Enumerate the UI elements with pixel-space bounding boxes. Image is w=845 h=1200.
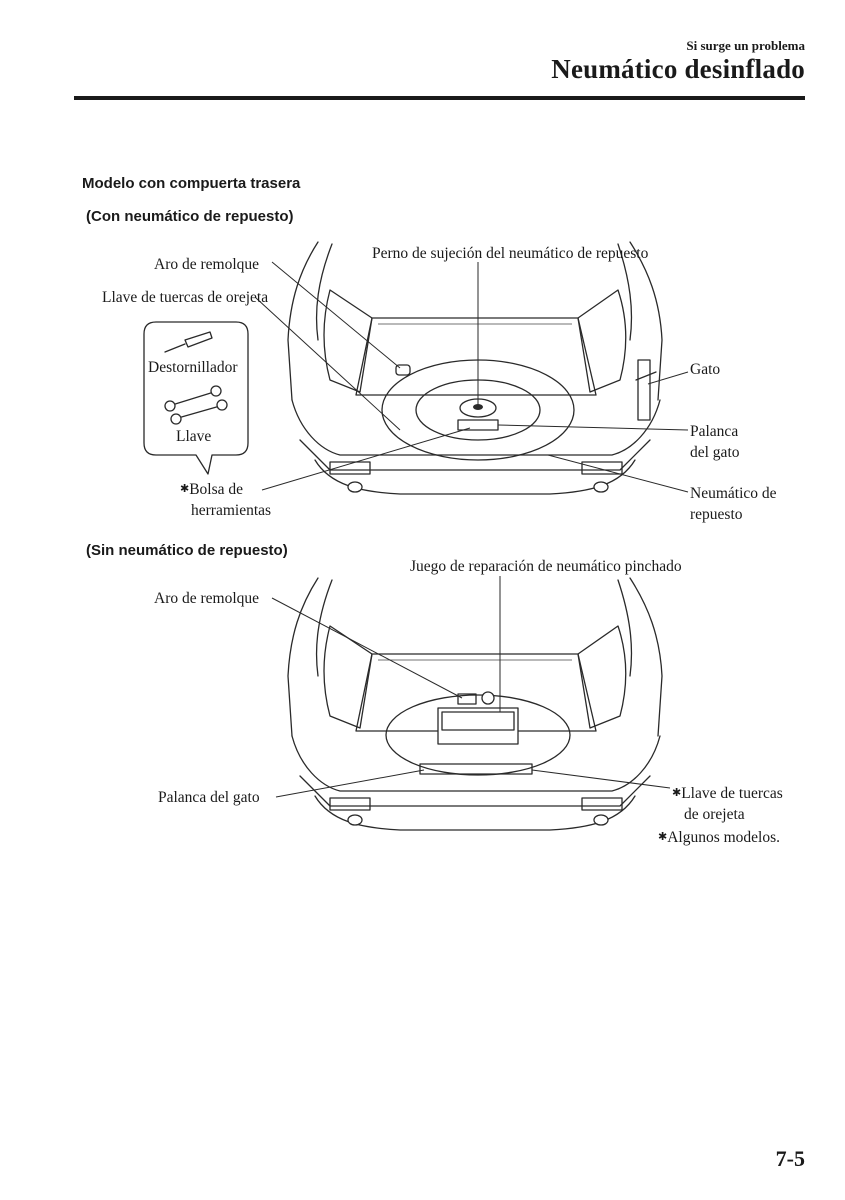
label-spare-tire: Neumático de repuesto xyxy=(690,483,777,525)
page-title: Neumático desinflado xyxy=(551,54,805,84)
label-lug-wrench-1: Llave de tuercas de orejeta xyxy=(102,289,269,306)
label-lug-wrench-line2: de orejeta xyxy=(684,806,745,823)
asterisk-mark: ✱ xyxy=(672,787,682,799)
cargo-area-with-spare xyxy=(287,241,663,495)
footnote-text: Algunos modelos. xyxy=(667,829,781,846)
footnote-some-models: ✱Algunos modelos. xyxy=(658,827,780,848)
label-spare-bolt: Perno de sujeción del neumático de repue… xyxy=(372,245,649,262)
section-title: Si surge un problema xyxy=(686,38,805,53)
label-jack: Gato xyxy=(690,361,721,378)
tool-bag-callout xyxy=(143,321,249,475)
label-tool-bag: ✱Bolsa de herramientas xyxy=(180,479,271,521)
label-tow-hook-2: Aro de remolque xyxy=(154,590,260,607)
page-number: 7-5 xyxy=(775,1146,805,1171)
label-tool-bag-line1: Bolsa de xyxy=(189,481,244,498)
label-tow-hook-1: Aro de remolque xyxy=(154,256,260,273)
label-jack-handle-line1: Palanca xyxy=(690,423,739,440)
label-spare-tire-line1: Neumático de xyxy=(690,485,777,502)
screwdriver-icon xyxy=(164,331,213,353)
cargo-area-without-spare xyxy=(287,577,663,831)
label-jack-handle-2: Palanca del gato xyxy=(158,789,260,806)
label-wrench: Llave xyxy=(176,428,212,445)
asterisk-mark: ✱ xyxy=(180,483,190,495)
label-jack-handle-1: Palanca del gato xyxy=(690,421,740,463)
label-tool-bag-line2: herramientas xyxy=(191,502,272,519)
leader-lines-1 xyxy=(255,261,689,493)
label-lug-wrench-2: ✱Llave de tuercas de orejeta xyxy=(672,783,783,825)
without-spare-heading: (Sin neumático de repuesto) xyxy=(86,542,288,559)
leader-lines-2 xyxy=(271,576,671,798)
wrench-icon xyxy=(164,385,228,425)
header-rule xyxy=(74,96,805,100)
model-heading: Modelo con compuerta trasera xyxy=(82,175,301,192)
label-repair-kit: Juego de reparación de neumático pinchad… xyxy=(410,558,682,575)
asterisk-mark: ✱ xyxy=(658,831,668,843)
label-spare-tire-line2: repuesto xyxy=(690,506,743,523)
with-spare-heading: (Con neumático de repuesto) xyxy=(86,208,294,225)
label-jack-handle-line2: del gato xyxy=(690,444,740,461)
label-lug-wrench-line1: Llave de tuercas xyxy=(681,785,783,802)
label-screwdriver: Destornillador xyxy=(148,359,238,376)
